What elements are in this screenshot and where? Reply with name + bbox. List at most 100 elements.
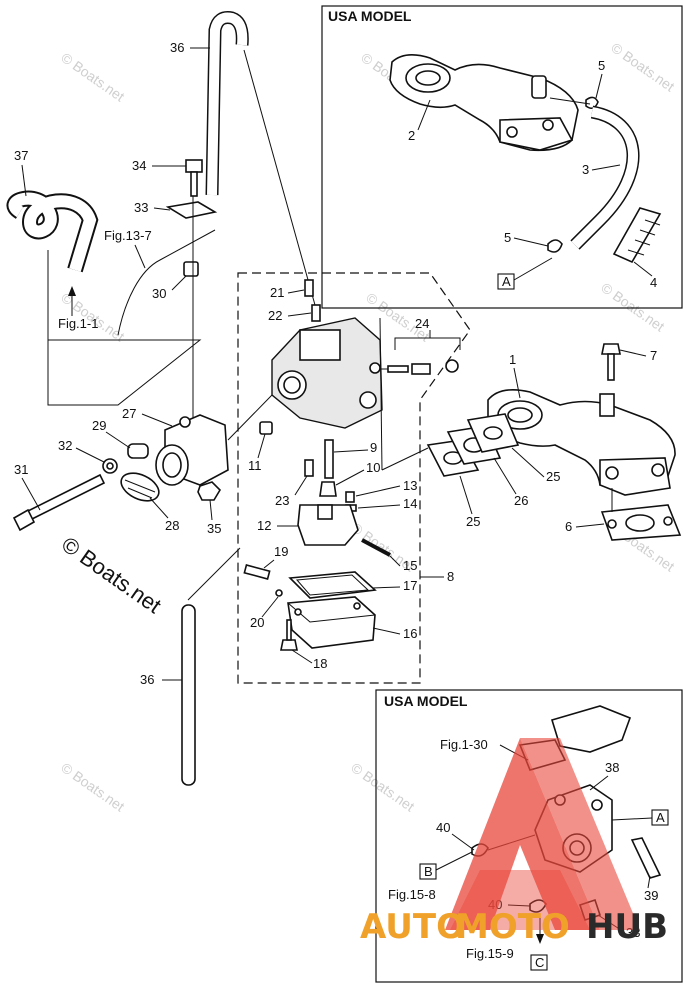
leader-line	[513, 237, 549, 247]
leader-line	[333, 449, 369, 453]
leader-line	[134, 244, 146, 269]
reference-tag-c	[530, 954, 548, 971]
float-arm	[317, 504, 333, 520]
leader-line	[371, 586, 401, 589]
gasket-hole	[607, 519, 617, 529]
part-label: 35	[207, 521, 221, 536]
part-label: 8	[447, 569, 454, 584]
part-label: 1	[509, 352, 516, 367]
part-label: 3	[582, 162, 589, 177]
leader-line	[619, 349, 647, 357]
leader-line	[171, 275, 187, 291]
hose-route-line	[187, 547, 241, 601]
logo-triangle-base	[450, 870, 590, 930]
screw	[304, 279, 314, 297]
leader-line	[287, 312, 312, 317]
reference-label: Fig.1-30	[440, 737, 488, 752]
copyright-watermark: © Boats.net	[57, 532, 166, 619]
washer-hole	[106, 462, 114, 470]
leader-line	[435, 851, 473, 871]
part-label: 5	[598, 58, 605, 73]
part-label: 31	[14, 462, 28, 477]
carburetor: 21 22 24 11 23 9 10 13 14	[243, 279, 461, 671]
leader-line	[595, 73, 603, 99]
manifold-port-hole	[415, 70, 441, 86]
usa-model-inset-top: USA MODEL 5 2 3 5 4	[321, 5, 683, 309]
leader-line	[633, 261, 653, 277]
part-label: 25	[466, 514, 480, 529]
logo-triangle-right	[520, 738, 640, 930]
reference-tag-label: A	[656, 810, 665, 825]
leader-line	[511, 447, 545, 478]
part-label: 36	[170, 40, 184, 55]
leader-line	[389, 555, 401, 567]
bowl-hole	[353, 602, 361, 610]
intake-screen	[120, 472, 160, 502]
carburetor-kit-boundary	[237, 272, 471, 684]
carb-bore-inner	[283, 376, 301, 394]
part-label: 20	[250, 615, 264, 630]
part-label: 17	[403, 578, 417, 593]
leader-line	[591, 164, 621, 171]
logo-text-hub: HUB	[586, 907, 668, 947]
drain-screw	[243, 564, 271, 580]
leader-line	[507, 904, 531, 907]
part-label: 23	[275, 493, 289, 508]
throttle-cable	[117, 229, 216, 336]
reference-label: Fig.15-9	[466, 946, 514, 961]
part-label: 40	[436, 820, 450, 835]
gasket-hole	[663, 516, 673, 526]
leader-line	[647, 875, 651, 889]
part-label: 24	[415, 316, 429, 331]
intake-manifold: 1 7 6 25 26 25	[381, 343, 682, 541]
part-label: 4	[650, 275, 657, 290]
leader-line	[459, 475, 473, 515]
jet	[259, 421, 273, 435]
flange-hole	[605, 466, 619, 480]
leader-line	[291, 649, 313, 664]
hose-route-line	[243, 49, 316, 306]
bowl-screw-shank	[286, 619, 292, 641]
leader-line	[372, 627, 401, 635]
hose-clip	[547, 239, 563, 253]
leader-line	[611, 817, 653, 821]
manifold-nipple	[531, 75, 547, 99]
pump-bolt	[630, 837, 662, 879]
part-label: 14	[403, 496, 417, 511]
part-label: 33	[134, 200, 148, 215]
leader-line	[75, 447, 105, 463]
bowl-screw-head	[280, 639, 298, 651]
leader-line	[575, 523, 605, 528]
intake-bore-inner	[162, 452, 182, 478]
part-label: 15	[403, 558, 417, 573]
part-label: 36	[140, 672, 154, 687]
arrow-head	[536, 934, 544, 944]
leader-line	[493, 457, 517, 495]
leader-line	[209, 499, 213, 521]
flange-hole	[651, 463, 665, 477]
part-label: 30	[152, 286, 166, 301]
arrow-head	[68, 286, 76, 296]
watermark-text: © Boats.net	[348, 759, 417, 814]
flange-hole	[506, 126, 518, 138]
manifold-flange	[499, 117, 574, 151]
reference-tag-label: C	[535, 955, 544, 970]
part-label: 28	[165, 518, 179, 533]
inset-title: USA MODEL	[384, 693, 468, 709]
bolt-head	[185, 159, 203, 173]
bowl-hole	[294, 608, 302, 616]
bolt-shank	[190, 171, 198, 197]
part-label: 27	[122, 406, 136, 421]
float-bowl	[287, 596, 376, 649]
leader-line	[149, 497, 169, 519]
screen-mesh	[127, 487, 153, 499]
fuel-hose-bottom: 36	[140, 547, 241, 786]
gasket-inner	[295, 574, 370, 596]
leader-line	[153, 207, 171, 211]
logo-text-moto: MOTO	[455, 907, 570, 947]
reference-label: Fig.1-1	[58, 316, 98, 331]
reference-label: Fig.15-8	[388, 887, 436, 902]
leader-line	[257, 433, 266, 459]
inset-frame	[375, 689, 683, 983]
